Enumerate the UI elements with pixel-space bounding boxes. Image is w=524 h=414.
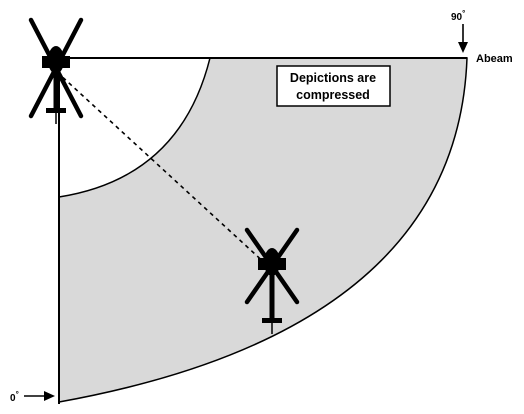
callout-line-1: Depictions are	[290, 71, 376, 85]
arrow-0-head	[44, 391, 55, 401]
helicopter-icon	[244, 227, 300, 334]
shaded-region	[58, 57, 468, 403]
label-0: 0°	[10, 390, 19, 404]
arrow-90-head	[458, 42, 468, 53]
helicopter-icon	[28, 17, 84, 124]
label-abeam: Abeam	[476, 53, 513, 65]
callout-line-2: compressed	[296, 88, 370, 102]
callout-box	[276, 65, 391, 107]
label-90: 90°	[451, 9, 465, 23]
